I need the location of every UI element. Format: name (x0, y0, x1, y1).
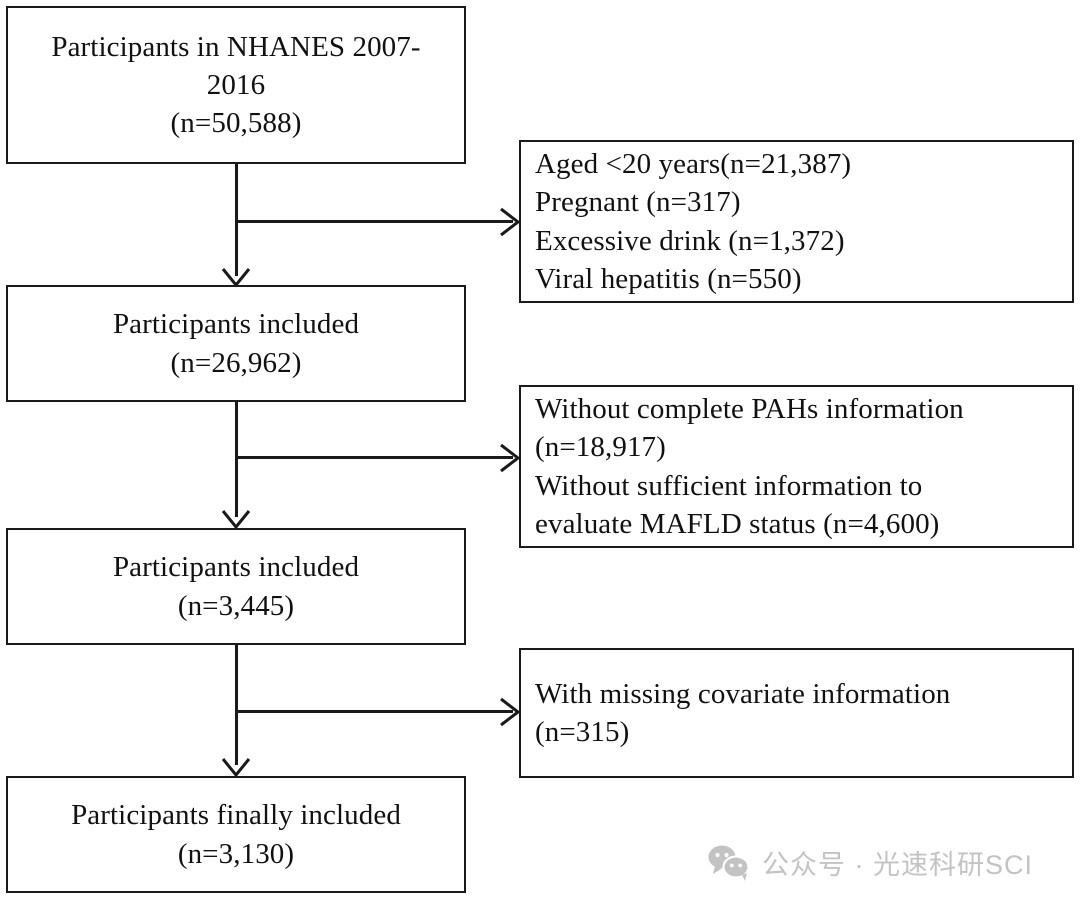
exclusion-line: Excessive drink (n=1,372) (535, 224, 845, 257)
exclusion-line: evaluate MAFLD status (n=4,600) (535, 507, 940, 540)
exclusion-box-2: Without complete PAHs information (n=18,… (519, 385, 1074, 548)
box-line: (n=26,962) (170, 346, 302, 379)
box-line: Participants included (112, 308, 360, 341)
connector-vertical-3 (235, 645, 238, 765)
box-line: (n=3,445) (177, 589, 295, 622)
exclusion-line: Without sufficient information to (535, 469, 923, 502)
box-line: (n=3,130) (177, 837, 295, 870)
exclusion-line: Without complete PAHs information (535, 392, 964, 425)
arrow-head-right-3 (500, 697, 521, 727)
box-line: Participants included (112, 551, 360, 584)
exclusion-box-3: With missing covariate information (n=31… (519, 648, 1074, 778)
flow-box-participants-included-2: Participants included (n=3,445) (6, 528, 466, 645)
box-line: (n=50,588) (170, 107, 302, 140)
connector-horizontal-3 (235, 710, 513, 713)
exclusion-line: Aged <20 years(n=21,387) (535, 147, 852, 180)
flow-box-participants-final: Participants finally included (n=3,130) (6, 776, 466, 893)
connector-horizontal-1 (235, 220, 513, 223)
exclusion-box-1: Aged <20 years(n=21,387) Pregnant (n=317… (519, 140, 1074, 303)
arrow-head-right-2 (500, 443, 521, 473)
arrow-head-down-1 (221, 268, 251, 288)
box-line: 2016 (206, 68, 266, 101)
exclusion-line: (n=18,917) (535, 431, 666, 464)
exclusion-line: Viral hepatitis (n=550) (535, 262, 802, 295)
box-line: Participants finally included (71, 799, 401, 832)
exclusion-line: (n=315) (535, 716, 630, 748)
arrow-head-right-1 (500, 207, 521, 237)
watermark-text: 公众号 · 光速科研SCI (762, 850, 1034, 880)
exclusion-line: Pregnant (n=317) (535, 186, 741, 219)
connector-vertical-2 (235, 402, 238, 517)
watermark: 公众号 · 光速科研SCI (707, 843, 1033, 882)
connector-horizontal-2 (235, 456, 513, 459)
box-line: Participants in NHANES 2007- (51, 30, 421, 63)
arrow-head-down-2 (221, 510, 251, 530)
flow-box-participants-included-1: Participants included (n=26,962) (6, 285, 466, 402)
wechat-icon (707, 844, 751, 882)
flow-box-participants-nhanes: Participants in NHANES 2007- 2016 (n=50,… (6, 6, 466, 164)
arrow-head-down-3 (221, 758, 251, 778)
exclusion-line: With missing covariate information (535, 677, 951, 710)
